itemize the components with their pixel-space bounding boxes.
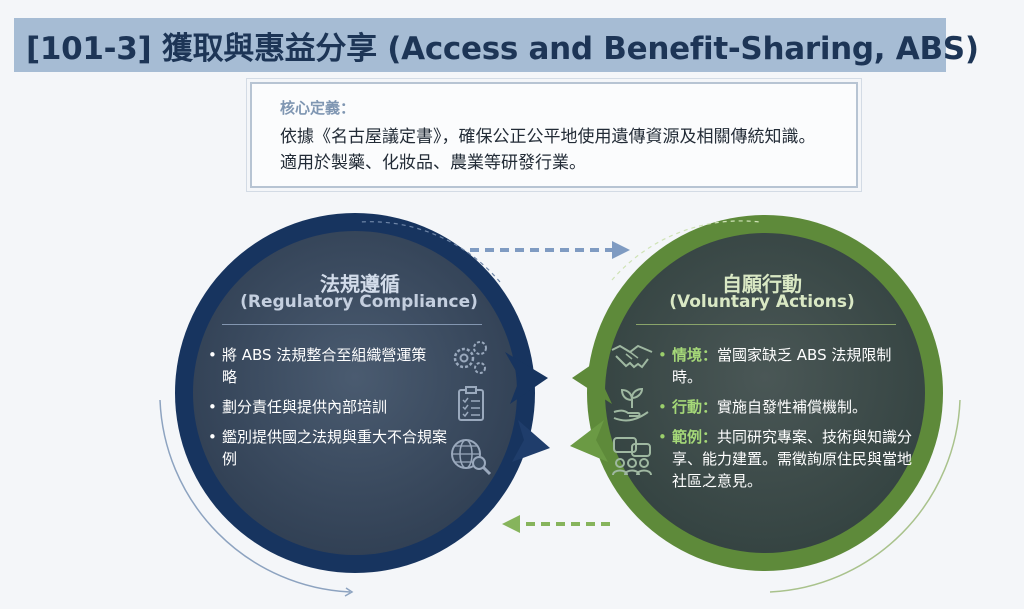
left-bullet-text: 將 ABS 法規整合至組織營運策略	[222, 346, 427, 386]
definition-text: 依據《名古屋議定書》，確保公正公平地使用遺傳資源及相關傳統知識。適用於製藥、化妝…	[280, 127, 816, 173]
left-ring-arrowhead	[505, 352, 548, 404]
title-bar: [101-3] 獲取與惠益分享 (Access and Benefit-Shar…	[14, 18, 979, 72]
left-bullet-item: •鑑別提供國之法規與重大不合規案例	[208, 428, 448, 468]
right-divider	[636, 324, 896, 325]
globe-search-icon	[451, 439, 492, 476]
definition-box: 核心定義： 依據《名古屋議定書》，確保公正公平地使用遺傳資源及相關傳統知識。適用…	[246, 78, 862, 192]
left-inner-arc	[359, 221, 501, 283]
right-bullet-item: •情境：當國家缺乏 ABS 法規限制時。	[658, 346, 892, 386]
right-title-zh: 自願行動	[722, 272, 802, 296]
left-outer-arc-arrow	[344, 587, 354, 597]
right-ring-arrowhead-2	[570, 420, 608, 462]
gears-icon	[453, 341, 487, 374]
right-bullet-item: •行動：實施自發性補償機制。	[658, 398, 868, 416]
left-circle-inner	[193, 231, 517, 555]
checklist-icon	[458, 386, 484, 421]
left-outer-arc	[159, 399, 351, 593]
top-dashed-arrowhead	[612, 241, 630, 259]
left-divider	[222, 324, 482, 325]
right-outer-arc	[769, 399, 961, 593]
definition-label: 核心定義：	[280, 99, 356, 117]
bullet-keyword: 範例	[672, 428, 703, 446]
bullet-keyword: 情境	[672, 346, 703, 364]
left-title-en: (Regulatory Compliance)	[240, 292, 478, 312]
right-bullet-item: •範例：共同研究專案、技術與知識分享、能力建置。需徵詢原住民與當地社區之意見。	[658, 428, 913, 490]
right-title-en: (Voluntary Actions)	[669, 292, 855, 312]
bullet-keyword: 行動	[672, 398, 703, 416]
page-title: [101-3] 獲取與惠益分享 (Access and Benefit-Shar…	[26, 30, 979, 67]
bullet-text: 共同研究專案、技術與知識分享、能力建置。需徵詢原住民與當地社區之意見。	[672, 428, 913, 490]
bottom-dashed-arrowhead	[502, 515, 520, 533]
right-inner-arc	[611, 220, 761, 281]
right-circle-inner	[605, 233, 925, 553]
left-bullet-item: •將 ABS 法規整合至組織營運策略	[208, 344, 438, 388]
left-title-zh: 法規遵循	[320, 272, 400, 296]
left-bullet-text: 劃分責任與提供內部培訓	[222, 398, 388, 416]
left-bullet-item: •劃分責任與提供內部培訓	[208, 396, 448, 418]
bullet-text: 實施自發性補償機制。	[717, 398, 868, 416]
left-ring-arrowhead-2	[512, 420, 550, 462]
seedling-hand-icon	[613, 387, 649, 422]
bullet-text: 當國家缺乏 ABS 法規限制時。	[672, 346, 892, 386]
left-bullet-text: 鑑別提供國之法規與重大不合規案例	[222, 428, 448, 468]
discussion-icon	[612, 437, 652, 476]
handshake-icon	[611, 344, 653, 369]
right-ring-arrowhead	[572, 352, 612, 404]
